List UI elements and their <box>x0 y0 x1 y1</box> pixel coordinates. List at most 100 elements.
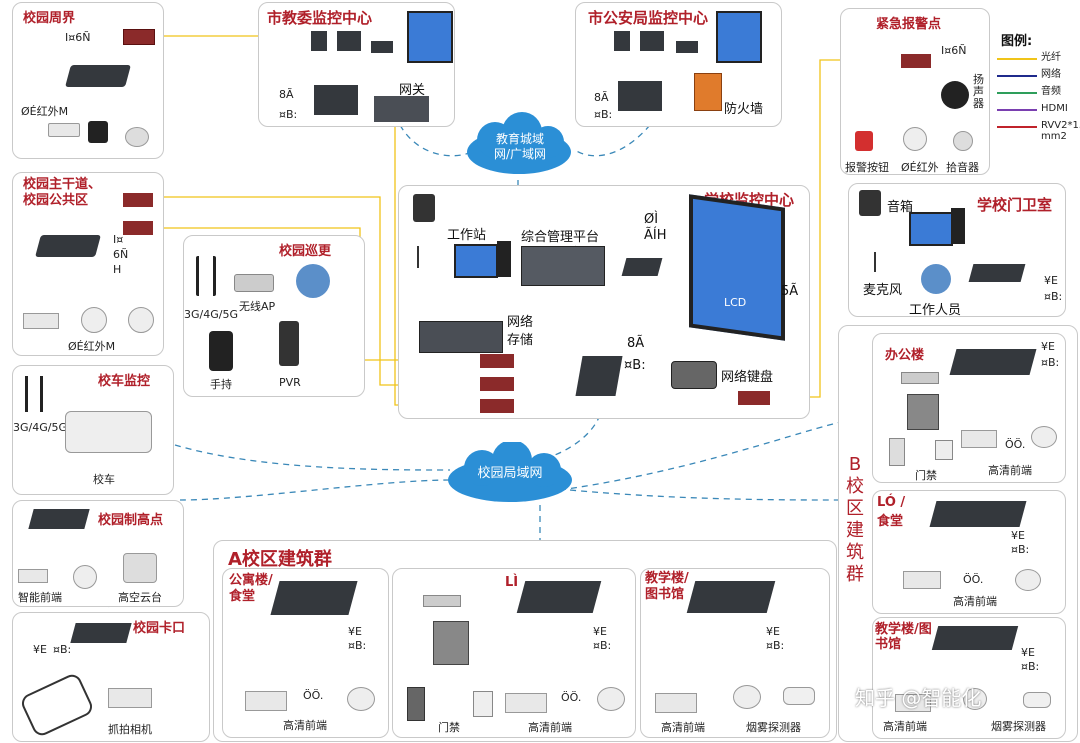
b-office-cams: 高清前端 <box>988 464 1032 477</box>
guard-code2: ¤B: <box>1044 290 1063 303</box>
center-code4: ¤B: <box>624 358 646 373</box>
pc-tower-icon <box>951 208 965 244</box>
center-platform: 综合管理平台 <box>521 230 600 245</box>
center-storage: 网络存储 <box>507 315 534 348</box>
legend-line <box>997 126 1037 128</box>
microphone-icon <box>874 252 890 272</box>
a-mid-door: 门禁 <box>438 721 460 734</box>
b-office-code2: ¤B: <box>1041 356 1060 369</box>
speaker-icon <box>859 190 881 216</box>
highpoint-smart: 智能前端 <box>18 591 62 604</box>
nvr-icon <box>314 85 358 115</box>
edu-center-title: 市教委监控中心 <box>267 9 373 27</box>
user-icon <box>296 264 330 298</box>
wan-cloud-label: 教育城域 网/广域网 <box>493 132 547 161</box>
b-campus-title-char: 校 <box>846 476 864 497</box>
center-keyboard: 网络键盘 <box>721 370 774 385</box>
antenna-icon <box>25 376 43 412</box>
bullet-camera-icon <box>48 123 80 137</box>
bullet-camera-icon <box>23 313 59 329</box>
gate-title: 校园卡口 <box>133 621 186 636</box>
antenna-icon <box>196 256 216 296</box>
capture-camera-icon <box>108 688 152 708</box>
bus-icon <box>65 411 152 453</box>
b-office-mark: ÖÖ. <box>1005 438 1026 451</box>
mic-icon <box>953 131 973 151</box>
alarm-mic: 拾音器 <box>946 161 979 174</box>
switch-icon <box>968 264 1026 282</box>
alarm-ir: ØÉ红外 <box>901 161 939 174</box>
a-teach-smoke: 烟雾探测器 <box>746 721 801 734</box>
exit-button-icon <box>473 691 493 717</box>
center-screen: 5Ã <box>781 284 799 299</box>
center-workstation: 工作站 <box>447 228 487 243</box>
b-office-door: 门禁 <box>915 469 937 482</box>
legend-label: 网络 <box>1041 69 1061 80</box>
a-teach-panel: 教学楼/图书馆 ¥E ¤B: 高清前端 烟雾探测器 <box>640 568 830 738</box>
access-controller-icon <box>907 394 939 430</box>
alarm-code: I¤6Ñ <box>941 44 967 57</box>
core-switch-icon <box>575 356 623 396</box>
legend-label: 光纤 <box>1041 52 1061 63</box>
b-teach-code2: ¤B: <box>1021 660 1040 673</box>
perimeter-title: 校园周界 <box>23 11 76 26</box>
radio-icon <box>279 321 299 366</box>
dome-camera-icon <box>733 685 761 709</box>
bullet-camera-icon <box>18 569 48 583</box>
server-icon <box>371 41 393 53</box>
gate-panel: 校园卡口 ¥E ¤B: 抓拍相机 <box>12 612 210 742</box>
police-center-panel: 市公安局监控中心 8Ã ¤B: 防火墙 <box>575 2 782 127</box>
workstation-icon <box>454 244 498 278</box>
a-campus-title: A校区建筑群 <box>228 549 332 570</box>
watermark: 知乎 @智能化 <box>855 686 982 710</box>
card-reader-icon <box>889 438 905 466</box>
keyboard-icon <box>671 361 717 389</box>
a-dorm-cams: 高清前端 <box>283 719 327 732</box>
platform-server-icon <box>521 246 605 286</box>
car-icon <box>18 671 96 739</box>
a-dorm-code: ¥E <box>348 625 362 638</box>
fiber-transceiver-icon <box>480 377 514 391</box>
bus-panel: 校车监控 3G/4G/5G 校车 <box>12 365 174 495</box>
switch-icon <box>929 501 1027 527</box>
highpoint-title: 校园制高点 <box>98 513 164 528</box>
patrol-title: 校园巡更 <box>279 244 332 259</box>
alarm-title: 紧急报警点 <box>876 17 942 32</box>
switch-icon <box>70 623 132 643</box>
b-campus-title-char: 筑 <box>846 542 864 563</box>
switch-icon <box>35 235 101 257</box>
alarm-speaker: 扬声器 <box>973 73 984 110</box>
speed-dome-icon <box>73 565 97 589</box>
edu-code2: ¤B: <box>279 108 298 121</box>
legend-line <box>997 58 1037 60</box>
ptz-icon <box>123 553 157 583</box>
switch-icon <box>28 509 90 529</box>
server-icon <box>337 31 361 51</box>
box-camera-icon <box>245 691 287 711</box>
gate-code: ¥E <box>33 643 47 656</box>
server-icon <box>640 31 664 51</box>
legend-label: RVV2*1.0 mm2 <box>1041 120 1080 142</box>
fiber-transceiver-icon <box>123 29 155 45</box>
b-dorm-panel: LÓ /食堂 ¥E ¤B: ÖÖ. 高清前端 <box>872 490 1066 614</box>
switch-icon <box>270 581 358 615</box>
dome-camera-icon <box>347 687 375 711</box>
dome-camera-icon <box>1031 426 1057 448</box>
box-camera-icon <box>895 694 931 712</box>
b-teach-panel: 教学楼/图书馆 ¥E ¤B: 高清前端 烟雾探测器 <box>872 617 1066 739</box>
center-code3: 8Ã <box>627 336 645 351</box>
video-wall-icon <box>407 11 453 63</box>
trunk-code1: I¤ <box>113 233 124 246</box>
switch-icon <box>949 349 1037 375</box>
b-office-code: ¥E <box>1041 340 1055 353</box>
fiber-transceiver-icon <box>123 221 153 235</box>
ir-detector-icon <box>88 121 108 143</box>
box-camera-icon <box>505 693 547 713</box>
guard-panel: 学校门卫室 音箱 麦克风 工作人员 ¥E ¤B: <box>848 183 1066 318</box>
b-office-title: 办公楼 <box>885 348 925 363</box>
speaker-icon <box>941 81 969 109</box>
switch-icon <box>686 581 776 613</box>
patrol-net: 3G/4G/5G <box>184 308 238 321</box>
fiber-transceiver-icon <box>738 391 770 405</box>
